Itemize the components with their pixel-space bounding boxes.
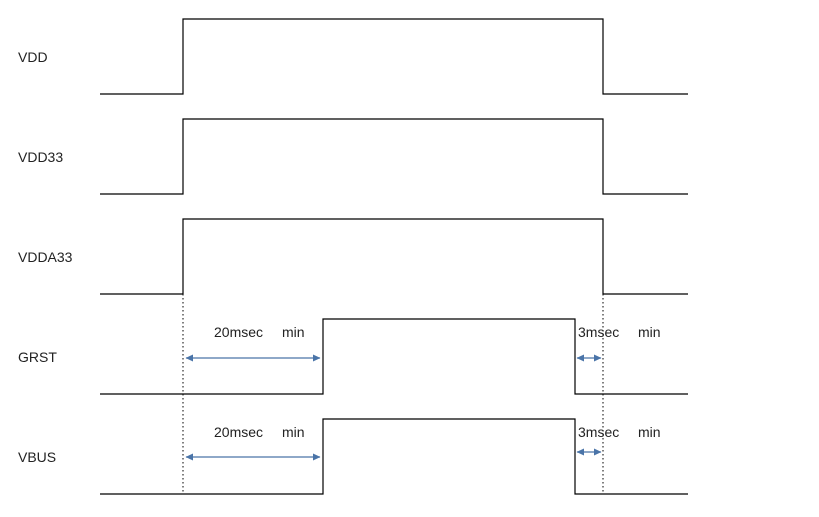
grst-rise-time-qualifier: min xyxy=(282,324,305,340)
waveform-vdda33 xyxy=(100,218,688,295)
vbus-fall-time-qualifier: min xyxy=(638,424,661,440)
waveform-vbus xyxy=(100,418,688,495)
waveform-grst xyxy=(100,318,688,395)
signal-label-vdd: VDD xyxy=(18,49,48,65)
grst-fall-time-qualifier: min xyxy=(638,324,661,340)
grst-fall-time-value: 3msec xyxy=(578,324,619,340)
vbus-fall-time-value: 3msec xyxy=(578,424,619,440)
waveform-vdd33 xyxy=(100,118,688,195)
vbus-rise-time-qualifier: min xyxy=(282,424,305,440)
signal-label-vdda33: VDDA33 xyxy=(18,249,73,265)
signal-label-grst: GRST xyxy=(18,349,57,365)
signal-label-vbus: VBUS xyxy=(18,449,56,465)
waveform-vdd xyxy=(100,18,688,95)
vbus-rise-time-value: 20msec xyxy=(214,424,263,440)
signal-label-vdd33: VDD33 xyxy=(18,149,63,165)
grst-rise-time-value: 20msec xyxy=(214,324,263,340)
